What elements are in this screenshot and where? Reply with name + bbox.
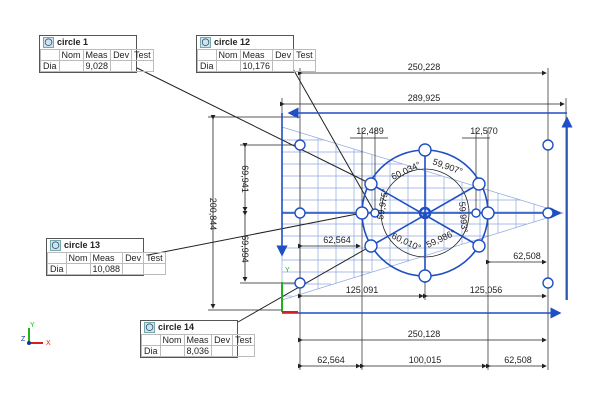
hole-circle[interactable] [472, 239, 486, 253]
dim-12-570: 12,570 [470, 126, 498, 136]
callout-title: circle 14 [158, 322, 195, 332]
dim-250-128: 250,128 [408, 329, 441, 339]
row-label: Dia [141, 345, 161, 357]
column-header: Dev [272, 49, 295, 61]
hole-circle[interactable] [481, 206, 495, 220]
column-header: Nom [215, 49, 241, 61]
meas-value: 8,036 [183, 345, 213, 357]
dim-62-508-bottom: 62,508 [504, 355, 532, 365]
meas-value: 10,176 [239, 60, 274, 72]
circle-feature-icon: ◯ [144, 322, 155, 333]
dim-200-844: 200,844 [208, 198, 218, 231]
column-header: Dev [110, 49, 133, 61]
axis-triad: Y X Z [21, 322, 51, 347]
circle-feature-icon: ◯ [50, 240, 61, 251]
dim-69-994: 69,994 [240, 235, 250, 263]
hole-circle[interactable] [294, 277, 306, 289]
column-header: Meas [183, 334, 213, 346]
angle-label: 60,034° [390, 159, 423, 181]
svg-text:Y: Y [285, 267, 290, 274]
column-header: Nom [65, 252, 91, 264]
hole-circle[interactable] [471, 208, 481, 218]
hole-circle[interactable] [542, 277, 554, 289]
column-header: Dev [211, 334, 234, 346]
hole-circle[interactable] [542, 139, 554, 151]
circle-feature-icon: ◯ [200, 37, 211, 48]
svg-text:Z: Z [21, 336, 26, 343]
dim-250-228: 250,228 [408, 62, 441, 72]
column-header: Nom [58, 49, 84, 61]
dim-62-564-bottom: 62,564 [317, 355, 345, 365]
column-header: Nom [159, 334, 185, 346]
column-header: Test [143, 252, 166, 264]
hole-circle[interactable] [355, 206, 369, 220]
angle-label: 59,975° [375, 188, 390, 221]
callout-header: ◯circle 13 [47, 239, 143, 252]
column-header: Meas [82, 49, 112, 61]
dim-69-941: 69,941 [240, 165, 250, 193]
dim-12-489: 12,489 [356, 126, 384, 136]
hole-circle[interactable] [418, 143, 432, 157]
hole-circle[interactable] [418, 269, 432, 283]
meas-value: 9,028 [82, 60, 112, 72]
svg-text:Y: Y [30, 322, 35, 329]
callout-title: circle 1 [57, 37, 89, 47]
svg-text:X: X [46, 340, 51, 347]
column-header: Dev [122, 252, 145, 264]
angle-label: 59,993° [457, 201, 470, 233]
angle-label: 60,010° [390, 231, 423, 253]
dim-100-015: 100,015 [409, 355, 442, 365]
row-label: Dia [40, 60, 60, 72]
column-header: Test [232, 334, 255, 346]
row-label: Dia [197, 60, 217, 72]
leader-lines [134, 66, 376, 323]
row-label: Dia [47, 263, 67, 275]
column-header: Test [293, 49, 316, 61]
dim-62-564: 62,564 [323, 235, 351, 245]
dim-289-925: 289,925 [408, 93, 441, 103]
callout-header: ◯circle 14 [141, 321, 237, 334]
column-header: Test [131, 49, 154, 61]
hole-circle[interactable] [472, 177, 486, 191]
callout-header: ◯circle 12 [197, 36, 293, 49]
dim-125-091: 125,091 [346, 285, 379, 295]
column-header: Meas [89, 252, 124, 264]
hole-circle[interactable] [364, 239, 378, 253]
dim-125-056: 125,056 [470, 285, 503, 295]
part-origin-axes: Y [281, 267, 298, 313]
hole-circle[interactable] [370, 208, 380, 218]
callout-header: ◯circle 1 [40, 36, 136, 49]
holes [294, 139, 554, 289]
hole-circle[interactable] [294, 139, 306, 151]
extension-lines [208, 68, 567, 370]
dim-62-508: 62,508 [513, 251, 541, 261]
angle-label: 59,986° [425, 227, 458, 249]
meas-value: 10,088 [89, 263, 124, 275]
column-header: Meas [239, 49, 274, 61]
callout-title: circle 12 [214, 37, 251, 47]
hole-circle[interactable] [364, 177, 378, 191]
circle-feature-icon: ◯ [43, 37, 54, 48]
hole-circle[interactable] [542, 207, 554, 219]
callout-title: circle 13 [64, 240, 101, 250]
hole-circle[interactable] [294, 207, 306, 219]
pattern-features [276, 107, 573, 319]
